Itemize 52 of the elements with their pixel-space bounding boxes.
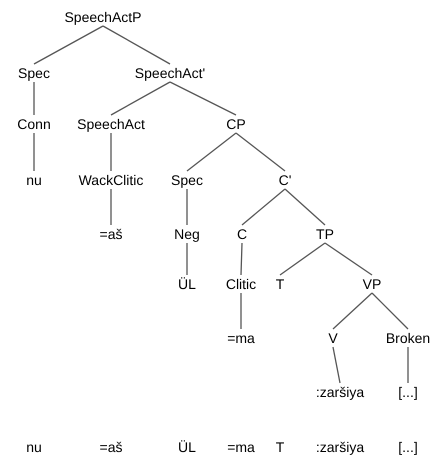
tree-branch <box>102 25 170 65</box>
tree-branch <box>110 81 170 116</box>
tree-node-label: V <box>328 331 338 345</box>
tree-node-label: C <box>236 227 248 241</box>
tree-node-label: [...] <box>398 385 418 399</box>
tree-branch <box>186 189 188 225</box>
tree-branch <box>170 81 236 116</box>
tree-node-label: SpeechAct' <box>134 66 206 80</box>
tree-node-label: Spec <box>171 173 203 187</box>
tree-branch <box>240 293 242 329</box>
tree-branch <box>407 347 409 383</box>
tree-branch <box>186 132 236 172</box>
gloss-word: nu <box>26 440 42 454</box>
tree-node-label: Broken <box>386 331 430 345</box>
tree-node-label: nu <box>26 173 42 187</box>
tree-node-label: SpeechAct <box>77 117 145 131</box>
tree-branch <box>110 189 112 225</box>
tree-node-label: :zaršiya <box>316 385 364 399</box>
tree-node-label: Neg <box>174 227 200 241</box>
tree-branch <box>33 133 35 171</box>
tree-node-label: T <box>276 277 284 291</box>
tree-node-label: ÜL <box>178 277 196 291</box>
gloss-word: T <box>276 440 284 454</box>
tree-node-label: Clitic <box>226 277 256 291</box>
tree-branch <box>372 292 408 330</box>
tree-node-label: Spec <box>18 66 50 80</box>
tree-branch <box>186 243 188 275</box>
tree-node-label: Conn <box>17 117 51 131</box>
tree-branch <box>240 242 243 276</box>
tree-branch <box>33 82 35 115</box>
tree-branch <box>332 292 372 330</box>
tree-node-label: =aš <box>100 227 122 241</box>
tree-node-label: CP <box>226 117 246 131</box>
gloss-word: =aš <box>100 440 122 454</box>
gloss-word: ÜL <box>178 440 196 454</box>
tree-branch <box>324 242 372 276</box>
tree-branch <box>236 132 286 172</box>
tree-node-label: SpeechActP <box>64 10 142 24</box>
gloss-word: [...] <box>398 440 418 454</box>
tree-node-label: C' <box>278 173 292 187</box>
tree-node-label: TP <box>316 227 334 241</box>
tree-branch <box>34 25 104 65</box>
tree-node-label: WackClitic <box>78 173 144 187</box>
tree-branch <box>332 346 341 384</box>
gloss-word: =ma <box>227 440 255 454</box>
tree-branch <box>242 188 286 226</box>
tree-branch <box>110 133 112 171</box>
tree-branch <box>284 188 326 226</box>
tree-node-label: =ma <box>227 331 255 345</box>
tree-branch <box>280 242 326 276</box>
gloss-word: :zaršiya <box>316 440 364 454</box>
tree-node-label: VP <box>362 277 382 291</box>
